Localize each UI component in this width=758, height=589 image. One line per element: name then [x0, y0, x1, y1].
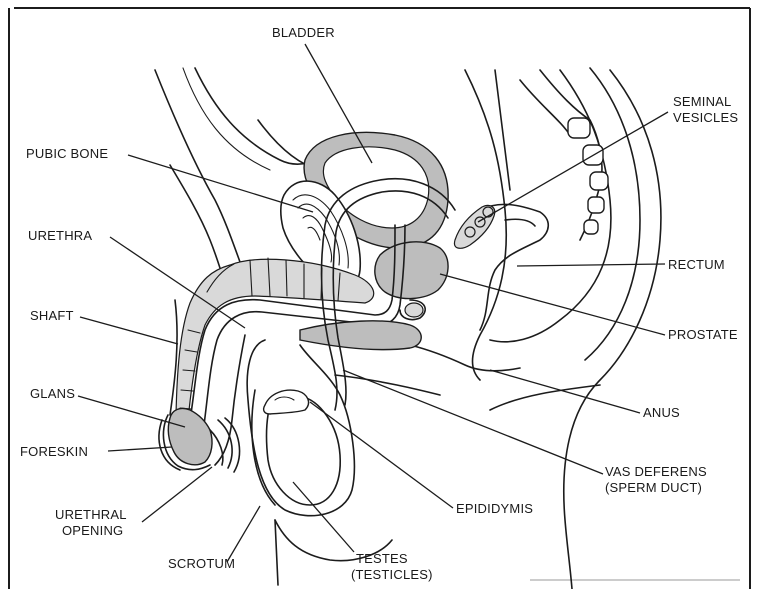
scrotum: [247, 340, 354, 516]
label-seminal-vesicles-line1: SEMINAL: [673, 94, 731, 109]
label-foreskin: FORESKIN: [20, 444, 88, 459]
label-epididymis: EPIDIDYMIS: [456, 501, 533, 516]
label-prostate: PROSTATE: [668, 327, 738, 342]
leader-vas-deferens: [343, 370, 603, 474]
label-vas-deferens-line1: VAS DEFERENS: [605, 464, 707, 479]
label-bladder: BLADDER: [272, 25, 335, 40]
label-glans: GLANS: [30, 386, 75, 401]
labels: BLADDER SEMINAL VESICLES PUBIC BONE URET…: [20, 25, 738, 582]
leader-glans: [78, 396, 185, 427]
leader-shaft: [80, 317, 178, 344]
leader-pubic-bone: [128, 155, 313, 212]
label-testes-line1: TESTES: [356, 551, 408, 566]
label-vas-deferens-line2: (SPERM DUCT): [605, 480, 702, 495]
penis-bulb: [300, 321, 421, 350]
label-shaft: SHAFT: [30, 308, 74, 323]
label-testes-line2: (TESTICLES): [351, 567, 433, 582]
leader-rectum: [517, 264, 665, 266]
label-urethral-opening-line2: OPENING: [62, 523, 123, 538]
label-urethral-opening-line1: URETHRAL: [55, 507, 127, 522]
label-scrotum: SCROTUM: [168, 556, 235, 571]
label-urethra: URETHRA: [28, 228, 92, 243]
leader-urethral-opening: [142, 467, 212, 522]
label-seminal-vesicles-line2: VESICLES: [673, 110, 738, 125]
leader-scrotum: [227, 506, 260, 562]
label-rectum: RECTUM: [668, 257, 725, 272]
label-anus: ANUS: [643, 405, 680, 420]
leader-anus: [490, 370, 640, 413]
leader-foreskin: [108, 447, 172, 451]
label-pubic-bone: PUBIC BONE: [26, 146, 108, 161]
glans: [159, 408, 239, 472]
